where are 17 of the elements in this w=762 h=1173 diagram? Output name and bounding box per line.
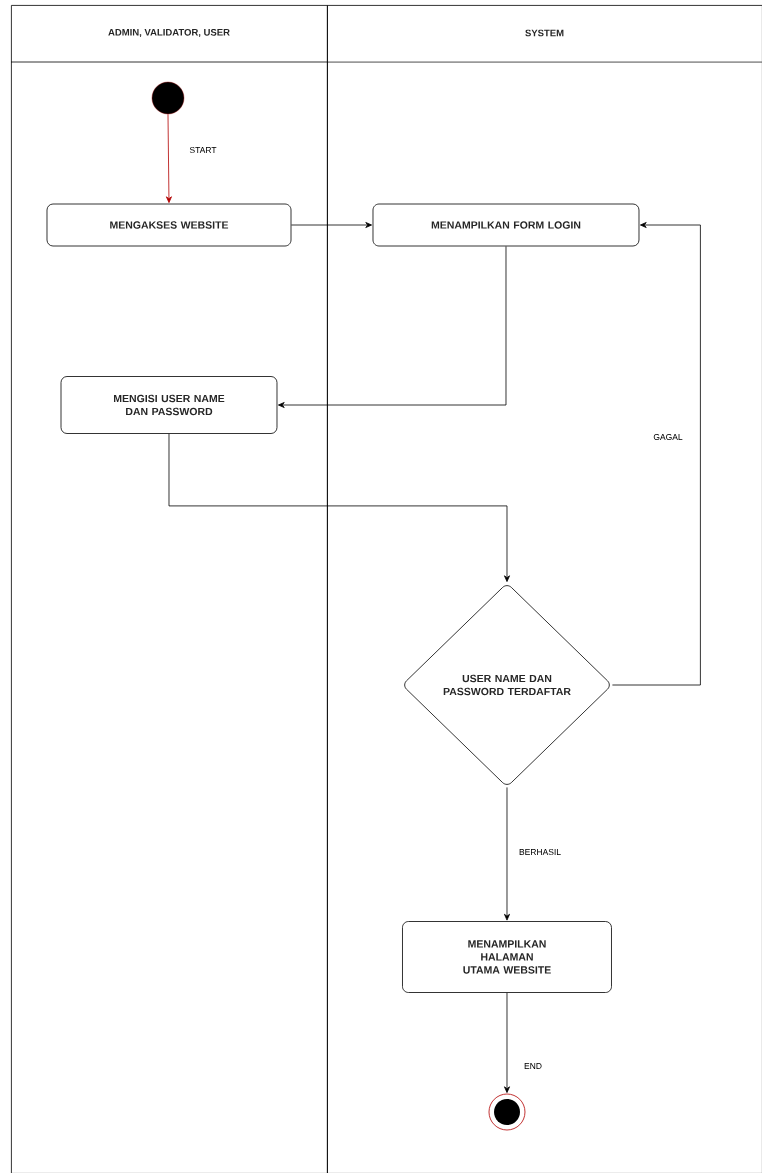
arrow [165,113,172,203]
edge-label: GAGAL [652,433,684,441]
end-node [488,1093,526,1131]
arrow [291,222,372,228]
edge-label: BERHASIL [518,848,562,856]
edge-label: END [523,1062,543,1070]
action-box: MENAMPILKAN FORM LOGIN [372,203,640,247]
arrow [278,246,507,408]
arrow [168,433,510,582]
action-box: MENGAKSES WEBSITE [46,203,292,247]
edge-label: START [188,146,218,154]
arrow [504,992,510,1093]
arrow [504,787,510,921]
action-box: MENAMPILKAN HALAMAN UTAMA WEBSITE [402,921,612,993]
arrow [612,222,701,686]
start-node [151,81,185,115]
action-box: MENGISI USER NAME DAN PASSWORD [60,376,278,434]
